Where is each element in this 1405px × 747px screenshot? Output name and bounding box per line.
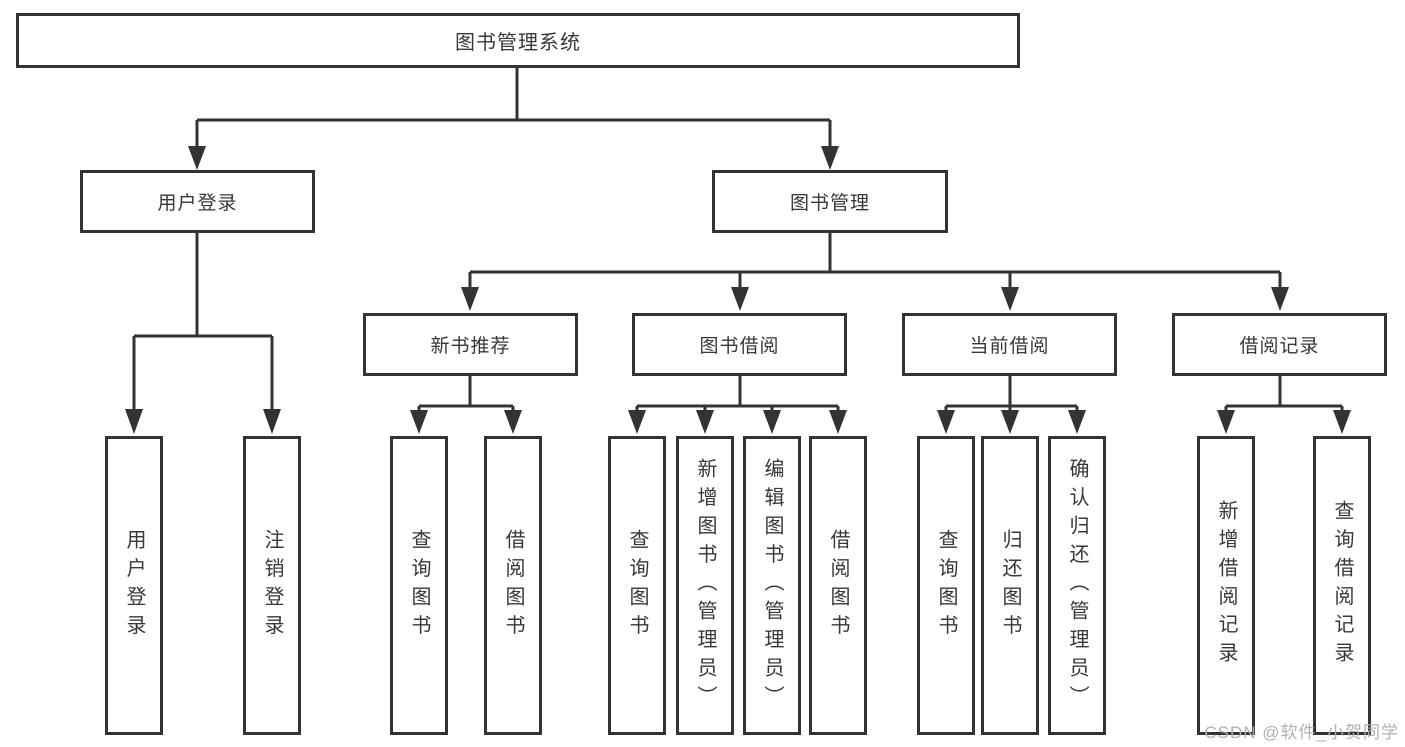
node-book-management: 图书管理 [712,170,948,233]
arrow-down-icon [1001,287,1019,311]
node-library-management-system: 图书管理系统 [16,13,1020,68]
connector-current-borrowing-to-leaves [937,376,1086,434]
arrow-down-icon [1333,410,1351,434]
node-current-borrowing: 当前借阅 [902,313,1117,376]
node-label: 确认归还（管理员） [1066,457,1088,714]
arrow-down-icon [1271,287,1289,311]
node-user-login: 用户登录 [80,170,315,233]
leaf-logout: 注销登录 [243,436,301,735]
node-label: 归还图书 [999,528,1021,643]
node-label: 借阅图书 [502,528,524,643]
leaf-query-books-recommend: 查询图书 [390,436,448,735]
leaf-edit-book-admin: 编辑图书（管理员） [743,436,801,735]
node-label: 查询图书 [626,528,648,643]
arrow-down-icon [937,410,955,434]
leaf-return-book: 归还图书 [981,436,1039,735]
node-label: 图书管理系统 [455,32,581,54]
connector-user-login-to-leaves [125,233,281,434]
leaf-borrow-books-recommend: 借阅图书 [484,436,542,735]
node-label: 查询图书 [935,528,957,643]
node-label: 图书管理 [789,193,870,214]
leaf-add-book-admin: 新增图书（管理员） [676,436,734,735]
node-label: 编辑图书（管理员） [761,457,783,714]
connector-new-book-recommendation-to-leaves [410,376,522,434]
connector-book-management-to-level3 [461,233,1289,311]
leaf-confirm-return-admin: 确认归还（管理员） [1048,436,1106,735]
arrow-down-icon [410,410,428,434]
connector-borrowing-records-to-leaves [1217,376,1351,434]
node-book-borrowing: 图书借阅 [632,313,847,376]
node-label: 当前借阅 [969,336,1050,357]
arrow-down-icon [504,410,522,434]
arrow-down-icon [763,410,781,434]
node-label: 新书推荐 [430,336,511,357]
node-label: 借阅记录 [1239,336,1320,357]
arrow-down-icon [263,409,281,434]
connector-book-borrowing-to-leaves [628,376,847,434]
node-borrowing-records: 借阅记录 [1172,313,1387,376]
arrow-down-icon [1068,410,1086,434]
arrow-down-icon [461,287,479,311]
arrow-down-icon [829,410,847,434]
node-label: 查询借阅记录 [1331,500,1353,671]
leaf-query-books-borrowing: 查询图书 [608,436,666,735]
node-label: 查询图书 [408,528,430,643]
node-label: 用户登录 [123,528,145,643]
leaf-user-login: 用户登录 [105,436,163,735]
arrow-down-icon [125,409,143,434]
csdn-watermark: CSDN @软件_小贺同学 [1204,723,1399,742]
arrow-down-icon [1217,410,1235,434]
node-new-book-recommendation: 新书推荐 [363,313,578,376]
node-label: 新增图书（管理员） [694,457,716,714]
arrow-down-icon [1001,410,1019,434]
node-label: 图书借阅 [699,336,780,357]
arrow-down-icon [821,146,839,170]
node-label: 借阅图书 [827,528,849,643]
leaf-query-books-current: 查询图书 [917,436,975,735]
leaf-borrow-books-borrowing: 借阅图书 [809,436,867,735]
arrow-down-icon [696,410,714,434]
arrow-down-icon [628,410,646,434]
leaf-query-borrow-record: 查询借阅记录 [1313,436,1371,735]
node-label: 新增借阅记录 [1215,500,1237,671]
connector-root-to-level2 [188,68,839,170]
arrow-down-icon [188,146,206,170]
node-label: 注销登录 [261,528,283,643]
arrow-down-icon [731,287,749,311]
node-label: 用户登录 [157,193,238,214]
leaf-add-borrow-record: 新增借阅记录 [1197,436,1255,735]
